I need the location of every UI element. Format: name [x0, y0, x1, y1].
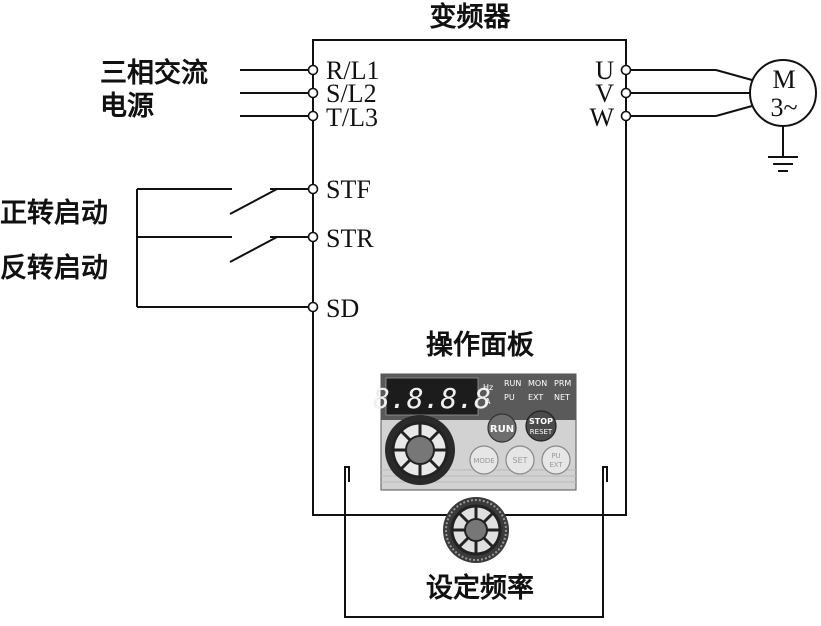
- terminal-u: U: [595, 56, 614, 85]
- set-button[interactable]: SET: [505, 445, 535, 475]
- pu-ext-button[interactable]: PU EXT: [541, 445, 571, 475]
- panel-dial[interactable]: [385, 415, 455, 485]
- terminal-r-l1: R/L1: [326, 56, 379, 85]
- set-button-label: SET: [512, 456, 527, 465]
- indicator-ext: EXT: [528, 393, 543, 402]
- unit-a: A: [485, 397, 491, 406]
- panel-display: 8.8.8.8: [373, 382, 491, 415]
- supply-label-line1: 三相交流: [100, 57, 208, 89]
- ground-symbol: [768, 126, 798, 172]
- indicator-prm: PRM: [554, 379, 571, 388]
- stop-reset-button[interactable]: STOP RESET: [525, 410, 557, 442]
- terminal-w: W: [589, 103, 614, 132]
- output-wires: [630, 69, 753, 117]
- operation-panel-title: 操作面板: [426, 330, 534, 361]
- terminal-str: STR: [326, 224, 374, 253]
- frequency-setting-bracket: [344, 466, 608, 618]
- terminal-s-l2: S/L2: [326, 79, 377, 108]
- indicator-net: NET: [554, 393, 570, 402]
- indicator-run: RUN: [504, 379, 521, 388]
- terminal-stf: STF: [326, 175, 371, 204]
- motor-label-3phase: 3~: [770, 93, 797, 122]
- ext-button-label: EXT: [549, 461, 563, 469]
- supply-wires: [240, 69, 308, 117]
- mode-button[interactable]: MODE: [469, 445, 499, 475]
- control-wires: [136, 188, 308, 308]
- indicator-mon: MON: [528, 379, 547, 388]
- input-terminals: [307, 64, 319, 122]
- forward-start-label: 正转启动: [0, 198, 108, 229]
- terminal-sd: SD: [326, 294, 359, 323]
- inverter-title: 变频器: [430, 1, 512, 33]
- terminal-t-l3: T/L3: [326, 103, 378, 132]
- forward-switch: [229, 188, 278, 215]
- reset-button-label: RESET: [530, 428, 553, 436]
- reverse-switch: [229, 236, 278, 263]
- supply-label-line2: 电源: [100, 91, 154, 122]
- mode-button-label: MODE: [473, 457, 494, 465]
- output-terminal-circles: [620, 64, 632, 122]
- frequency-setting-label: 设定频率: [426, 572, 534, 604]
- indicator-pu: PU: [504, 393, 515, 402]
- stop-button-label: STOP: [529, 417, 553, 426]
- unit-hz: Hz: [483, 383, 493, 392]
- motor-label-m: M: [772, 65, 795, 94]
- frequency-setting-dial[interactable]: [443, 497, 509, 563]
- reverse-start-label: 反转启动: [0, 253, 108, 284]
- run-button-label: RUN: [490, 424, 514, 435]
- run-button[interactable]: RUN: [487, 413, 517, 443]
- pu-button-label: PU: [551, 452, 560, 460]
- control-terminal-circles: [307, 183, 319, 313]
- terminal-v: V: [595, 79, 614, 108]
